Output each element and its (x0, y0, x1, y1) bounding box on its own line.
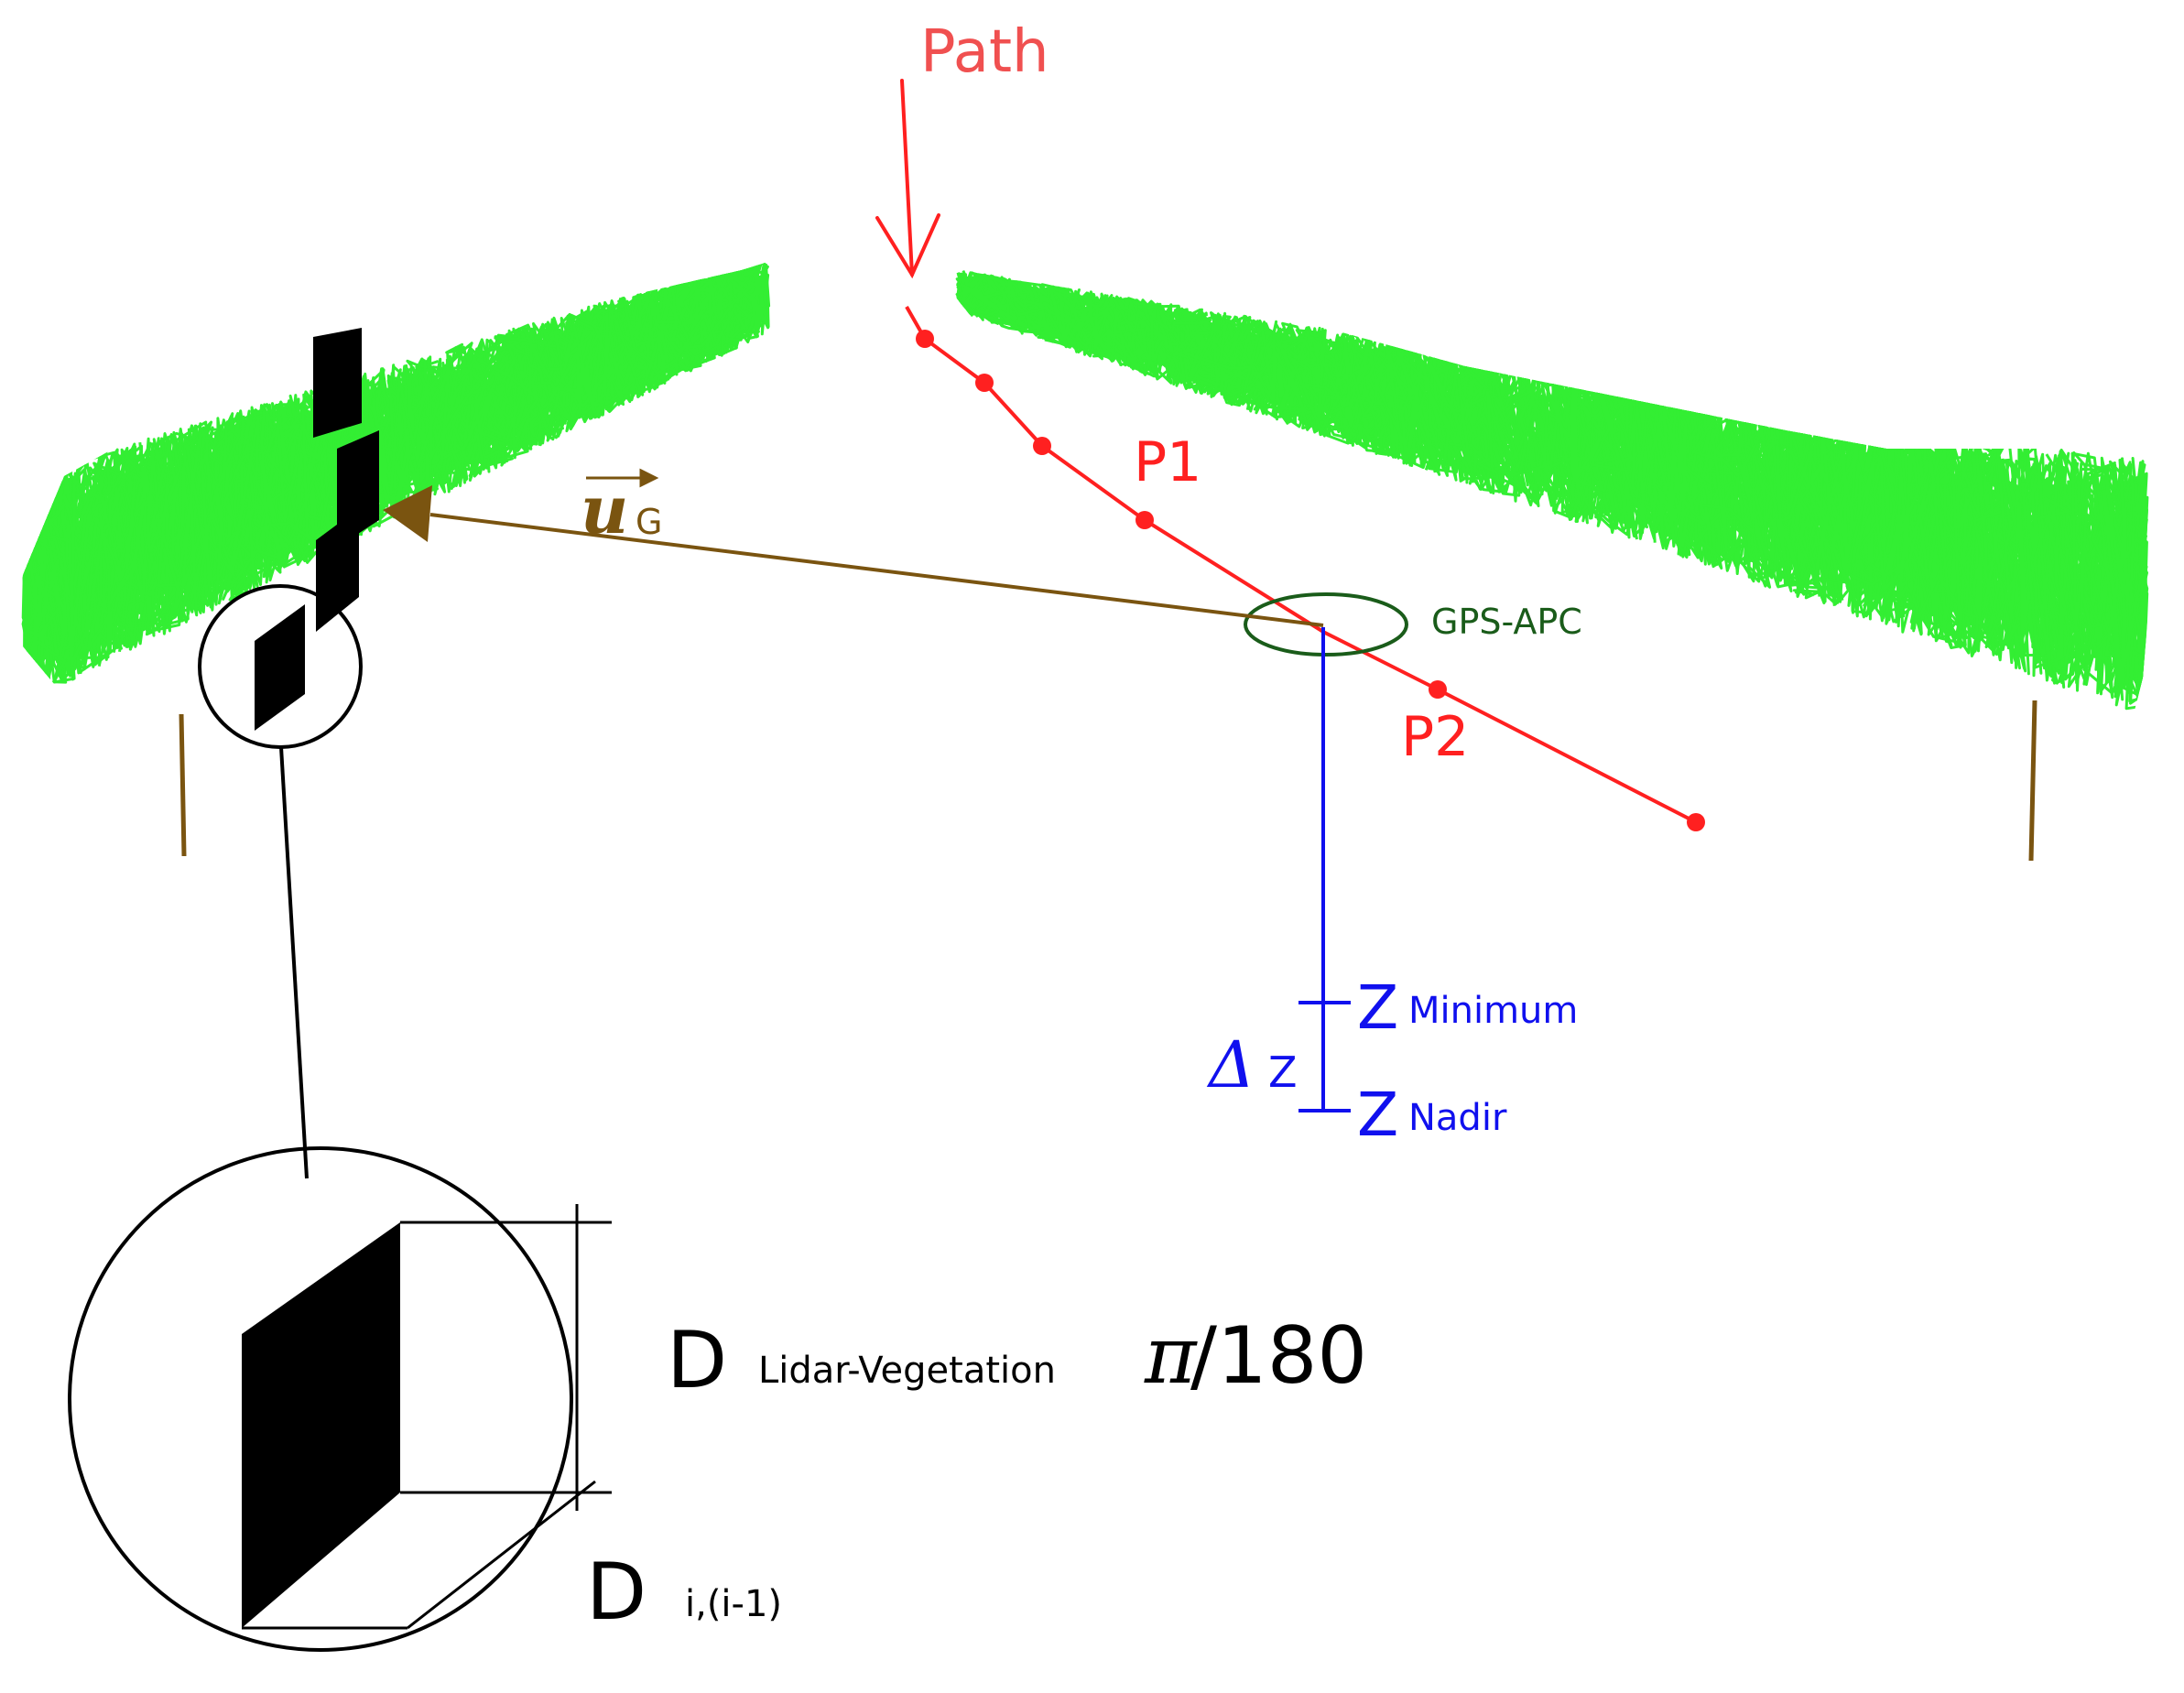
path-point (1033, 437, 1051, 455)
vegetation-strand (2020, 450, 2148, 701)
lidar-footprint-4 (255, 604, 305, 731)
magnified-dimension-lines (242, 1204, 612, 1630)
path-point (975, 374, 994, 392)
magnified-view-circle (68, 1146, 573, 1652)
vegetation-strand (1587, 371, 1707, 548)
vegetation-strand (1836, 419, 1999, 639)
gps-apc-label: GPS-APC (1431, 602, 1582, 642)
path-point (916, 330, 934, 348)
vegetation-strand (1385, 358, 1586, 496)
pi-divisor: /180 (1190, 1310, 1367, 1402)
vegetation-strand (476, 298, 654, 431)
footprint-callout-circle (198, 584, 363, 749)
path-label: Path (920, 18, 1049, 86)
p2-label: P2 (1401, 705, 1469, 769)
unit-vector-arrowhead (383, 485, 432, 542)
path-point (1135, 511, 1154, 529)
z-minimum-subscript: Minimum (1408, 990, 1578, 1032)
delta-z-label: Z (1268, 1047, 1298, 1097)
z-nadir-subscript: Nadir (1408, 1097, 1507, 1139)
vegetation-strand (638, 278, 767, 387)
vegetation-strand (1269, 328, 1371, 429)
gps-apc-ellipse (1244, 592, 1408, 657)
d-i-label: D (586, 1546, 647, 1638)
vegetation-strand (1374, 341, 1486, 476)
magnified-footprint (242, 1222, 400, 1628)
lidar-footprints (255, 328, 379, 731)
vegetation-strand (195, 396, 380, 593)
p1-label: P1 (1134, 430, 1201, 494)
z-nadir-label: Z (1357, 1080, 1398, 1150)
d-i-subscript: i,(i-1) (685, 1583, 782, 1625)
unit-vector-subscript: G (636, 502, 662, 542)
z-minimum-label: Z (1357, 972, 1398, 1043)
vegetation-strand (993, 279, 1146, 373)
d-lidar-label: D (667, 1315, 727, 1406)
delta-symbol: Δ (1206, 1027, 1255, 1102)
right-trunk (2028, 700, 2037, 862)
pi-symbol: π (1144, 1310, 1198, 1402)
vegetation-strand (571, 261, 770, 407)
vegetation-strand (429, 319, 598, 470)
path-point (1687, 813, 1705, 831)
path-arrow (875, 79, 940, 279)
vector-arrow-icon (586, 468, 659, 488)
vegetation-strand (108, 424, 240, 653)
callout-leader-line (279, 746, 309, 1179)
flight-path-line (905, 306, 1697, 824)
vegetation-strand (1156, 308, 1309, 411)
vegetation-strand (31, 458, 184, 667)
vegetation-strand (1149, 316, 1354, 422)
unit-vector-line (429, 513, 1324, 627)
d-lidar-subscript: Lidar-Vegetation (758, 1350, 1056, 1392)
flight-path-points (916, 330, 1705, 831)
vegetation-strand (1845, 425, 1993, 653)
left-trunk (179, 713, 187, 857)
lidar-footprint-1 (313, 328, 362, 438)
unit-vector-label: u (581, 471, 628, 548)
path-point (1429, 680, 1447, 699)
